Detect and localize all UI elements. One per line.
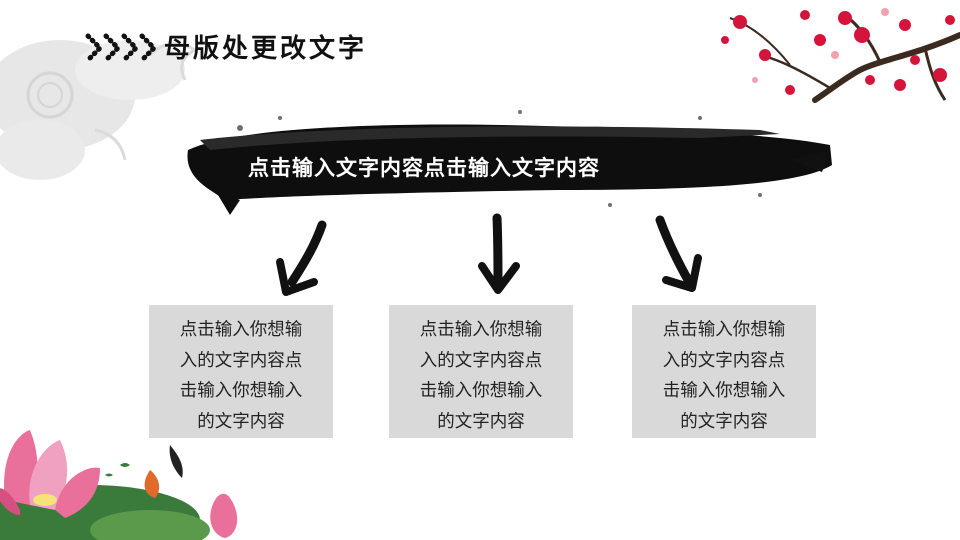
text-box-line: 入的文字内容点 xyxy=(179,350,303,371)
text-box-right[interactable]: 点击输入你想输 入的文字内容点 击输入你想输入 的文字内容 xyxy=(632,305,816,438)
text-box-line: 点击输入你想输 xyxy=(419,320,543,340)
text-box-line: 点击输入你想输 xyxy=(662,320,786,340)
text-box-line: 入的文字内容点 xyxy=(662,350,786,371)
floral-pattern-decoration xyxy=(0,40,199,180)
text-box-line: 入的文字内容点 xyxy=(419,350,543,371)
plum-blossom-decoration xyxy=(721,8,960,103)
banner-text[interactable]: 点击输入文字内容点击输入文字内容 xyxy=(248,155,600,180)
text-box-line: 击输入你想输入 xyxy=(662,381,786,401)
text-box-line: 的文字内容 xyxy=(197,411,285,432)
ink-arrow-down-right-icon xyxy=(655,215,702,292)
text-box-line: 的文字内容 xyxy=(437,411,525,432)
chevron-arrows-icon xyxy=(85,33,158,63)
text-box-center[interactable]: 点击输入你想输 入的文字内容点 击输入你想输入 的文字内容 xyxy=(389,305,573,438)
ink-brush-banner xyxy=(187,110,832,215)
text-box-line: 击输入你想输入 xyxy=(419,381,543,401)
ink-arrow-down-left-icon xyxy=(276,220,327,296)
text-box-line: 击输入你想输入 xyxy=(179,381,303,401)
page-title: 母版处更改文字 xyxy=(164,34,368,64)
ink-arrow-down-icon xyxy=(478,213,520,294)
lotus-koi-decoration xyxy=(0,430,238,540)
text-box-line: 的文字内容 xyxy=(680,411,768,432)
text-box-left[interactable]: 点击输入你想输 入的文字内容点 击输入你想输入 的文字内容 xyxy=(149,305,333,438)
text-box-line: 点击输入你想输 xyxy=(179,320,303,340)
